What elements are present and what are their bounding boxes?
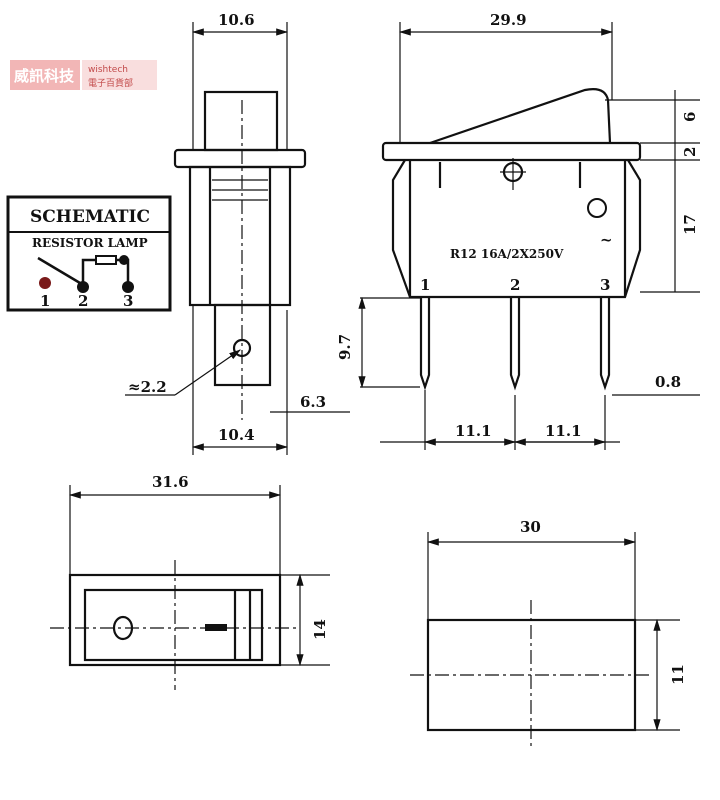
dim-cutout-width: 30 bbox=[520, 518, 541, 536]
schematic-box: SCHEMATIC RESISTOR LAMP 1 2 3 bbox=[6, 195, 172, 312]
schematic-subtitle: RESISTOR LAMP bbox=[32, 236, 148, 250]
dim-pitch-left: 11.1 bbox=[455, 422, 492, 440]
dim-top-height: 14 bbox=[311, 619, 329, 640]
dim-width: 29.9 bbox=[490, 11, 527, 29]
terminal-label-2: 2 bbox=[510, 276, 520, 294]
pin-label-1: 1 bbox=[40, 292, 50, 310]
front-view: 29.9 R12 16A/2X250V ~ 1 2 3 6 2 17 9.7 0… bbox=[336, 11, 700, 450]
dim-pin-hole: ≈2.2 bbox=[128, 378, 167, 396]
watermark: 威訊科技 wishtech 電子百貨部 bbox=[10, 60, 157, 90]
dim-flange-height: 2 bbox=[681, 147, 699, 157]
rating-label: R12 16A/2X250V bbox=[450, 247, 564, 261]
pin-label-2: 2 bbox=[78, 292, 88, 310]
schematic-title: SCHEMATIC bbox=[30, 207, 150, 227]
dim-top-width: 31.6 bbox=[152, 473, 189, 491]
terminal-label-1: 1 bbox=[420, 276, 430, 294]
dim-cutout-height: 11 bbox=[669, 664, 687, 685]
dim-terminal-length: 9.7 bbox=[336, 334, 354, 360]
dim-pitch-right: 11.1 bbox=[545, 422, 582, 440]
watermark-brand-en: wishtech bbox=[88, 65, 128, 75]
dim-rocker-height: 6 bbox=[681, 112, 699, 122]
dim-terminal-offset: 6.3 bbox=[300, 393, 326, 411]
top-view: 31.6 14 bbox=[50, 473, 330, 690]
ac-symbol: ~ bbox=[600, 231, 613, 249]
terminal-label-3: 3 bbox=[600, 276, 610, 294]
cutout-view: 30 11 bbox=[410, 518, 687, 750]
watermark-brand-cn: 威訊科技 bbox=[14, 67, 75, 85]
watermark-tagline: 電子百貨部 bbox=[88, 77, 133, 89]
dim-terminal-thickness: 0.8 bbox=[655, 373, 681, 391]
side-view: 10.6 10.4 ≈2.2 6.3 bbox=[125, 11, 350, 455]
dim-body-height: 17 bbox=[681, 214, 699, 235]
dim-width-top: 10.6 bbox=[218, 11, 255, 29]
pin-label-3: 3 bbox=[123, 292, 133, 310]
dim-width-bottom: 10.4 bbox=[218, 426, 255, 444]
